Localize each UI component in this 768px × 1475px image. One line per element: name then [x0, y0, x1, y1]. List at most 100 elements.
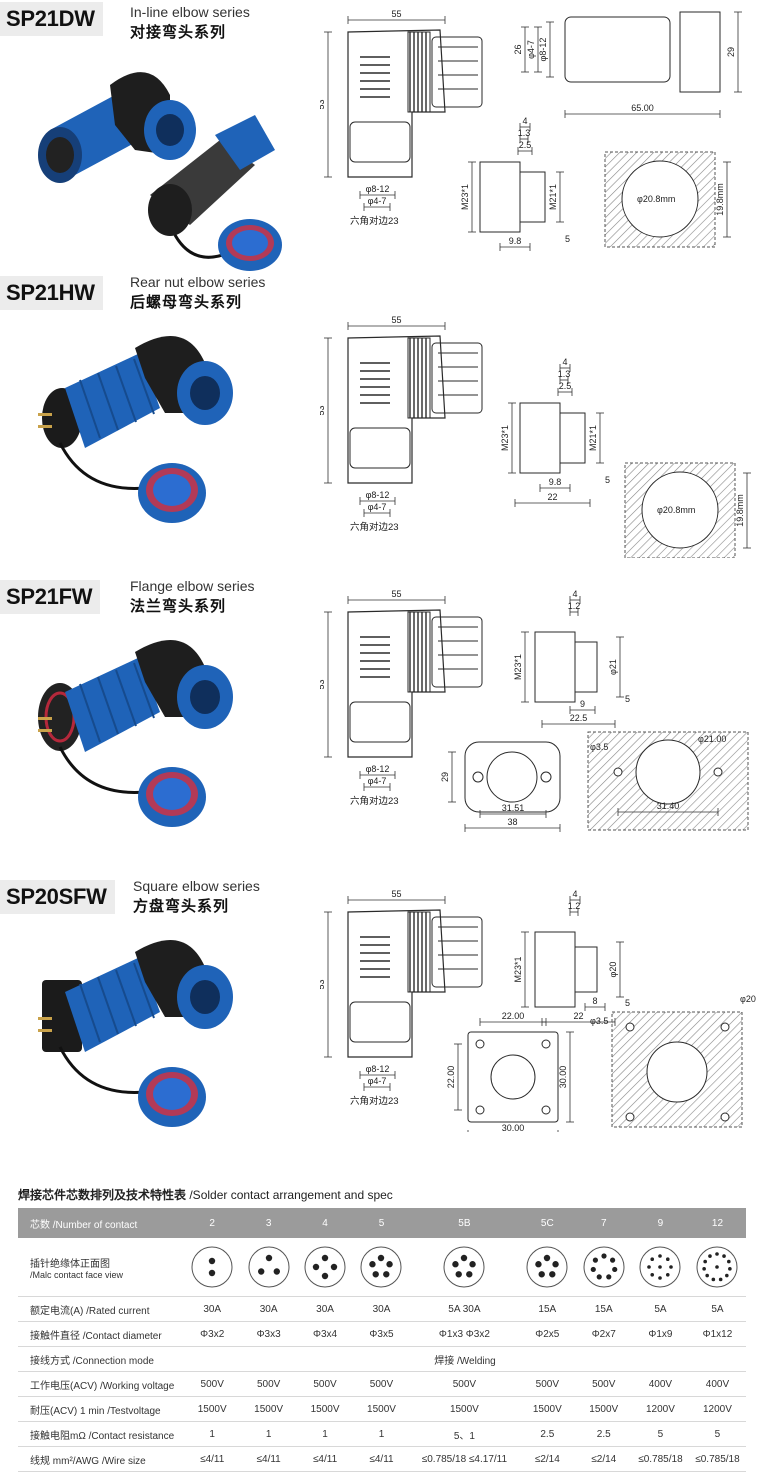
- pin-dot: [702, 1267, 707, 1271]
- table-cell: 1500V: [353, 1396, 410, 1422]
- pin-dot: [209, 1257, 216, 1265]
- connector-photo: [38, 640, 233, 827]
- cutout-hole: [635, 739, 701, 805]
- square-corner-hole: [541, 1105, 551, 1115]
- pin-dot: [273, 1268, 280, 1275]
- cap-inner: [153, 1078, 191, 1110]
- table-cell: ≤4/11: [184, 1446, 241, 1472]
- face-outline: [304, 1246, 346, 1288]
- coupling-nut: [65, 657, 160, 752]
- dim-t2: 1.3: [558, 369, 571, 379]
- nut-rib: [79, 379, 101, 439]
- contact-face-icon: [248, 1246, 290, 1288]
- table-cell: 5B: [409, 1208, 520, 1238]
- contact-face-icon: [443, 1246, 485, 1288]
- dim-flange-w1: 31.51: [502, 803, 525, 813]
- cap-strap: [58, 746, 146, 794]
- nut-rib: [97, 372, 119, 431]
- table-cell: [353, 1238, 410, 1297]
- pin-dot: [455, 1271, 463, 1278]
- pin-dot: [469, 1261, 477, 1268]
- dim-hole-height: 19.8mm: [715, 183, 725, 216]
- table-cell: 30A: [184, 1296, 241, 1322]
- cable-hole: [190, 980, 220, 1014]
- pin-dot: [321, 1254, 329, 1262]
- solder-pin: [38, 413, 52, 416]
- contact-face-icon: [526, 1246, 568, 1288]
- dim-height: 53: [320, 979, 326, 989]
- pin-dot: [658, 1265, 663, 1269]
- pin-dot: [715, 1252, 720, 1256]
- pin-dot: [715, 1265, 720, 1269]
- cutout-hole: [641, 471, 719, 549]
- contact-body: [431, 916, 483, 988]
- pin-dot: [711, 1277, 716, 1282]
- nut-rib: [133, 358, 155, 415]
- dim-width: 55: [391, 889, 401, 899]
- series-title-cn: 法兰弯头系列: [130, 598, 227, 615]
- dim-w3: 22.5: [570, 713, 588, 723]
- table-cell: 5A 30A: [409, 1296, 520, 1322]
- table-cell: 1500V: [240, 1396, 297, 1422]
- pin-dot: [605, 1274, 612, 1280]
- flange-front: [464, 741, 561, 813]
- panel-section: [519, 402, 561, 474]
- dim-w3: 22: [547, 492, 557, 502]
- series-title-cn: 后螺母弯头系列: [130, 294, 243, 311]
- flange-hole-right: [540, 771, 552, 783]
- table-cell: [519, 1238, 576, 1297]
- dim-t2: 1.2: [568, 601, 581, 611]
- dim-d21: φ21: [608, 659, 618, 675]
- table-cell: 1: [240, 1421, 297, 1447]
- connector-photo: [38, 72, 282, 271]
- face-outline: [526, 1246, 568, 1288]
- cutout-small-hole: [720, 1112, 730, 1122]
- coupling-nut: [65, 957, 160, 1052]
- dim-hole: φ20.8mm: [657, 505, 695, 515]
- dim-height: 53: [320, 99, 326, 109]
- table-cell: 额定电流(A) /Rated current: [18, 1296, 184, 1322]
- contact-body: [431, 616, 483, 688]
- table-cell: 7: [575, 1208, 632, 1238]
- face-outline: [191, 1246, 233, 1288]
- dim-w3: 22: [573, 1011, 583, 1021]
- dim-hex: 六角对边23: [350, 795, 399, 807]
- table-cell: 2.5: [575, 1421, 632, 1447]
- dim-t1: 4: [572, 889, 577, 899]
- square-corner-hole: [475, 1039, 485, 1049]
- cutout-small-hole: [713, 767, 723, 777]
- pin-dot: [386, 1261, 394, 1268]
- pin-dot: [549, 1271, 556, 1278]
- pin-dot: [330, 1263, 338, 1271]
- table-cell: 500V: [353, 1371, 410, 1397]
- table-cell: Φ3x3: [240, 1321, 297, 1347]
- inline-side-view: [564, 16, 671, 83]
- series-code: SP21HW: [0, 276, 103, 310]
- table-cell: Φ1x3 Φ3x2: [409, 1321, 520, 1347]
- dim-square-inner: 22.00: [502, 1011, 525, 1021]
- dim-cable-range-2: φ4-7: [368, 196, 387, 206]
- table-cell: [409, 1238, 520, 1297]
- cap-inner: [153, 474, 191, 506]
- pin-dot: [703, 1259, 708, 1264]
- table-cell: 1200V: [688, 1396, 746, 1422]
- pin-dot: [658, 1254, 663, 1258]
- dim-cable-range-1: φ8-12: [366, 764, 390, 774]
- table-cell: 5: [631, 1421, 689, 1447]
- spec-title-en: /Solder contact arrangement and spec: [186, 1188, 393, 1202]
- table-cell: 500V: [409, 1371, 520, 1397]
- dim-flange-w2: 38: [507, 817, 517, 827]
- table-cell: 2: [184, 1208, 241, 1238]
- dim-w2: 5: [565, 234, 570, 244]
- cable-hole: [190, 376, 220, 410]
- dim-m21: M21*1: [588, 425, 598, 451]
- table-cell: 30A: [296, 1296, 354, 1322]
- table-cell: 焊接 /Welding: [184, 1346, 746, 1372]
- table-cell: 1500V: [409, 1396, 520, 1422]
- table-cell: 5: [688, 1421, 746, 1447]
